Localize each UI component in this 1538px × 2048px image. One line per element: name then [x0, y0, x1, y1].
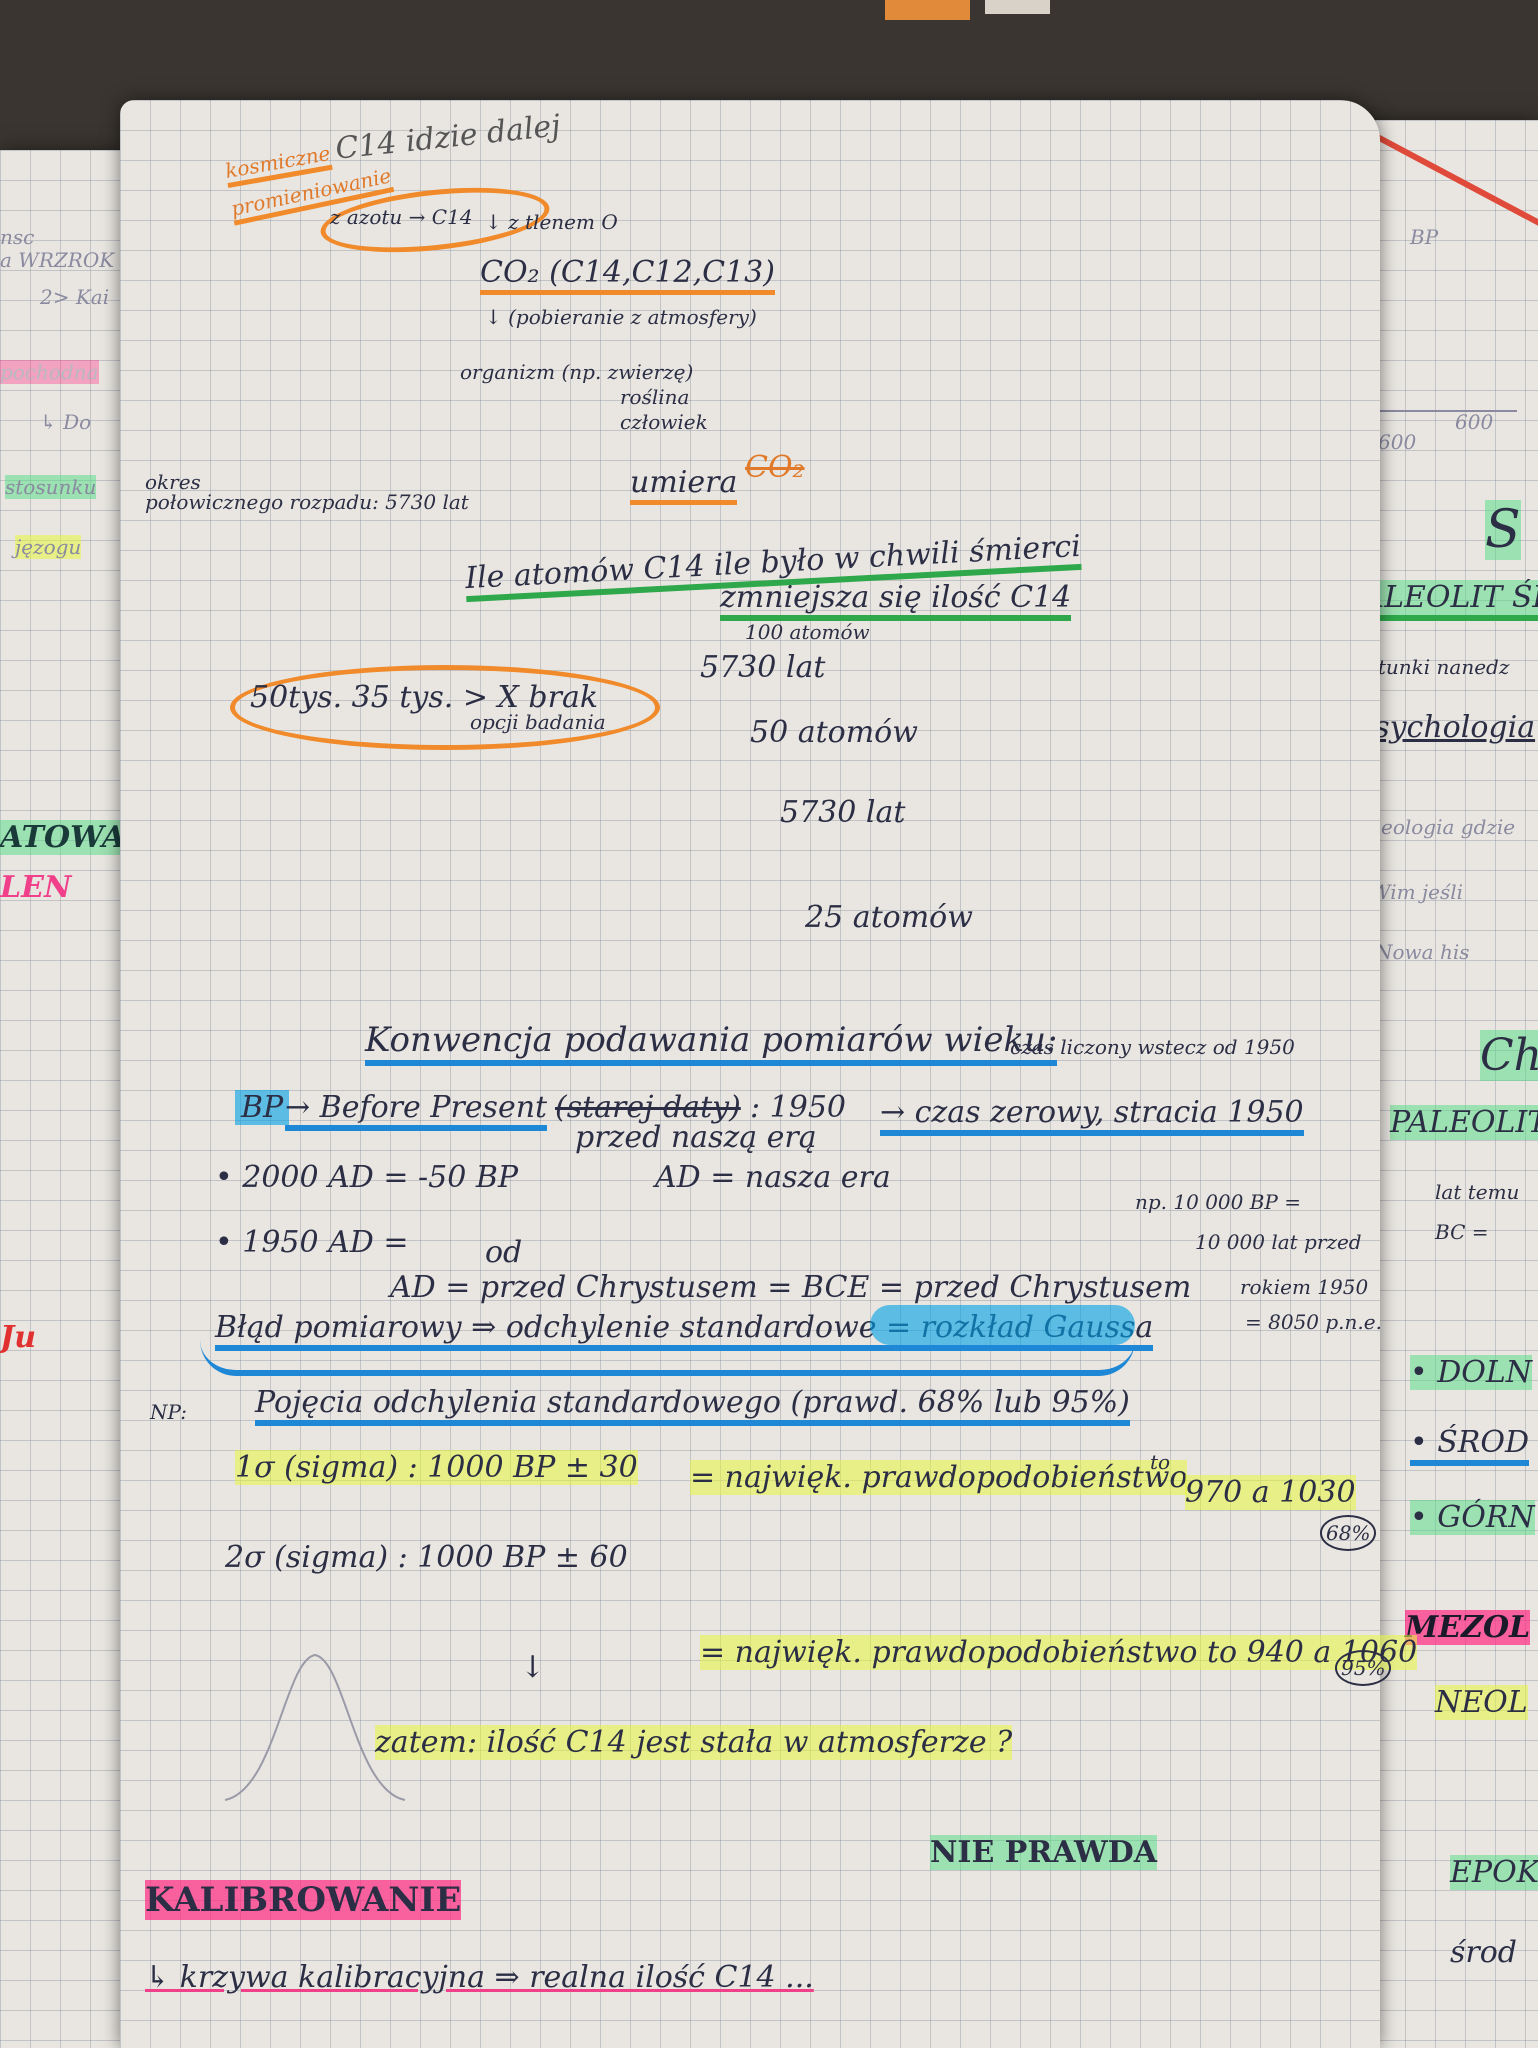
bp-od: od [485, 1235, 523, 1270]
bp-1950-ad: • 1950 AD = [215, 1225, 409, 1260]
right-note-600b: 600 [1455, 410, 1494, 434]
right-heading-paleolit: PALEOLIT [1390, 1105, 1538, 1140]
right-note-srod2: środ [1450, 1935, 1518, 1970]
bell-curve-sketch [224, 1653, 406, 1801]
bp-2000: • 2000 AD = -50 BP [215, 1160, 519, 1195]
right-note-bc: BC = [1435, 1220, 1489, 1244]
right-heading-mezol: MEZOL [1405, 1610, 1531, 1645]
right-heading-neol: NEOL [1435, 1685, 1528, 1720]
right-note-gorn: • GÓRN [1410, 1500, 1535, 1535]
right-heading-s: S [1485, 500, 1521, 560]
main-notebook-page [120, 100, 1380, 2048]
bp-kalibrowanie: KALIBROWANIE [145, 1880, 462, 1920]
bp-sigma2-pct: 95% [1335, 1650, 1392, 1686]
left-note-4: pochodna [0, 360, 99, 384]
left-heading-atowa: ATOWA [0, 820, 126, 855]
right-note-doln: • DOLN [1410, 1355, 1533, 1390]
bp-1950: : 1950 [750, 1090, 846, 1125]
bp-kalibr-line: ↳ krzywa kalibracyjna ⇒ realna ilość C14… [145, 1960, 814, 1995]
flow-25-atoms: 25 atomów [805, 900, 973, 935]
bp-gauss-highlight [870, 1305, 1135, 1345]
flow-uptake: ↓ (pobieranie z atmosfery) [485, 305, 757, 329]
left-note-5: ↳ Do [40, 410, 92, 434]
right-note-geologia: Geologia gdzie [1365, 815, 1516, 839]
flow-5730-2: 5730 lat [780, 795, 906, 830]
left-heading-ju: Ju [0, 1320, 37, 1355]
flow-plant: roślina [620, 385, 690, 409]
flow-100-atoms: 100 atomów [745, 620, 870, 644]
left-note-7: jęzogu [15, 535, 82, 559]
flow-period: okres [145, 470, 201, 494]
bp-side-np3: rokiem 1950 [1240, 1275, 1369, 1299]
bp-sigma1: 1σ (sigma) : 1000 BP ± 30 [235, 1450, 638, 1485]
flow-50-atoms: 50 atomów [750, 715, 918, 750]
flow-5730-1: 5730 lat [700, 650, 826, 685]
left-note-1: nsc [0, 225, 35, 249]
flow-dies: umiera [630, 465, 738, 505]
left-note-2: a WRZROK [0, 248, 115, 272]
bp-tag: BP [235, 1090, 290, 1125]
left-note-3: 2> Kai [40, 285, 110, 309]
right-note-nowa: Nowa his [1375, 940, 1470, 964]
bp-therefore: zatem: ilość C14 jest stała w atmosferze… [375, 1725, 1013, 1760]
bp-np: NP: [150, 1400, 187, 1424]
bp-sigma2-result: = najwięk. prawdopodobieństwo to 940 a 1… [700, 1635, 1418, 1670]
right-note-lat: lat temu [1435, 1180, 1520, 1204]
right-note-600a: 600 [1378, 430, 1417, 454]
bp-nasza-era: przed naszą erą [575, 1120, 817, 1155]
bp-ad-bce: AD = przed Chrystusem = BCE = przed Chry… [390, 1270, 1192, 1305]
flow-limit-oval [230, 665, 660, 750]
bp-blue-brace [200, 1340, 1135, 1376]
flow-human: człowiek [620, 410, 708, 434]
bp-down-arrow: ↓ [520, 1650, 546, 1685]
flow-crossed-co2: CO₂ [745, 450, 805, 485]
right-heading-epok: EPOK [1450, 1855, 1538, 1890]
right-note-srod: • ŚROD [1410, 1425, 1530, 1466]
bp-sigma1-range: 970 a 1030 [1185, 1475, 1356, 1510]
flow-halflife: połowicznego rozpadu: 5730 lat [145, 490, 469, 514]
bp-crossed: (starej daty) [555, 1090, 741, 1125]
bp-sigma1-pct: 68% [1320, 1515, 1377, 1551]
bookmark-tab-2 [985, 0, 1050, 14]
bp-side-np4: = 8050 p.n.e. [1245, 1310, 1382, 1334]
right-note-wim: Wim jeśli [1370, 880, 1464, 904]
flow-change: zmniejsza się ilość C14 [720, 580, 1072, 621]
bookmark-tab [885, 0, 970, 20]
bp-ad-def: AD = nasza era [655, 1160, 891, 1195]
flow-co2: CO₂ (C14,C12,C13) [480, 255, 775, 295]
left-note-6: stosunku [5, 475, 97, 499]
bp-heading: Konwencja podawania pomiarów wieku: [365, 1020, 1058, 1066]
bp-side-np2: 10 000 lat przed [1195, 1230, 1362, 1254]
bp-sigma1-result: = najwięk. prawdopodobieństwo [690, 1460, 1188, 1495]
bp-before-present: → Before Present [285, 1090, 548, 1131]
flow-limit: 50tys. 35 tys. > X brak [250, 680, 599, 715]
bp-sd-def: Pojęcia odchylenia standardowego (prawd.… [255, 1385, 1130, 1426]
bp-false: NIE PRAWDA [930, 1835, 1158, 1870]
left-heading-len: LEN [0, 870, 72, 905]
bp-heading-side: czas liczony wstecz od 1950 [1010, 1035, 1295, 1059]
flow-limit-2: opcji badania [470, 710, 606, 734]
bp-zero: → czas zerowy, stracia 1950 [880, 1095, 1304, 1136]
right-note-bp: BP [1410, 225, 1439, 249]
flow-n14: z azotu → C14 [330, 205, 473, 229]
bp-side-np: np. 10 000 BP = [1135, 1190, 1302, 1214]
flow-organism: organizm (np. zwierzę) [460, 360, 694, 384]
right-heading-ch: Ch [1480, 1030, 1538, 1081]
bp-sigma1-to: to [1150, 1450, 1171, 1474]
right-note-psych: psychologia [1355, 710, 1536, 745]
bp-sigma2: 2σ (sigma) : 1000 BP ± 60 [225, 1540, 628, 1575]
flow-oxygen: ↓ z tlenem O [485, 210, 618, 234]
